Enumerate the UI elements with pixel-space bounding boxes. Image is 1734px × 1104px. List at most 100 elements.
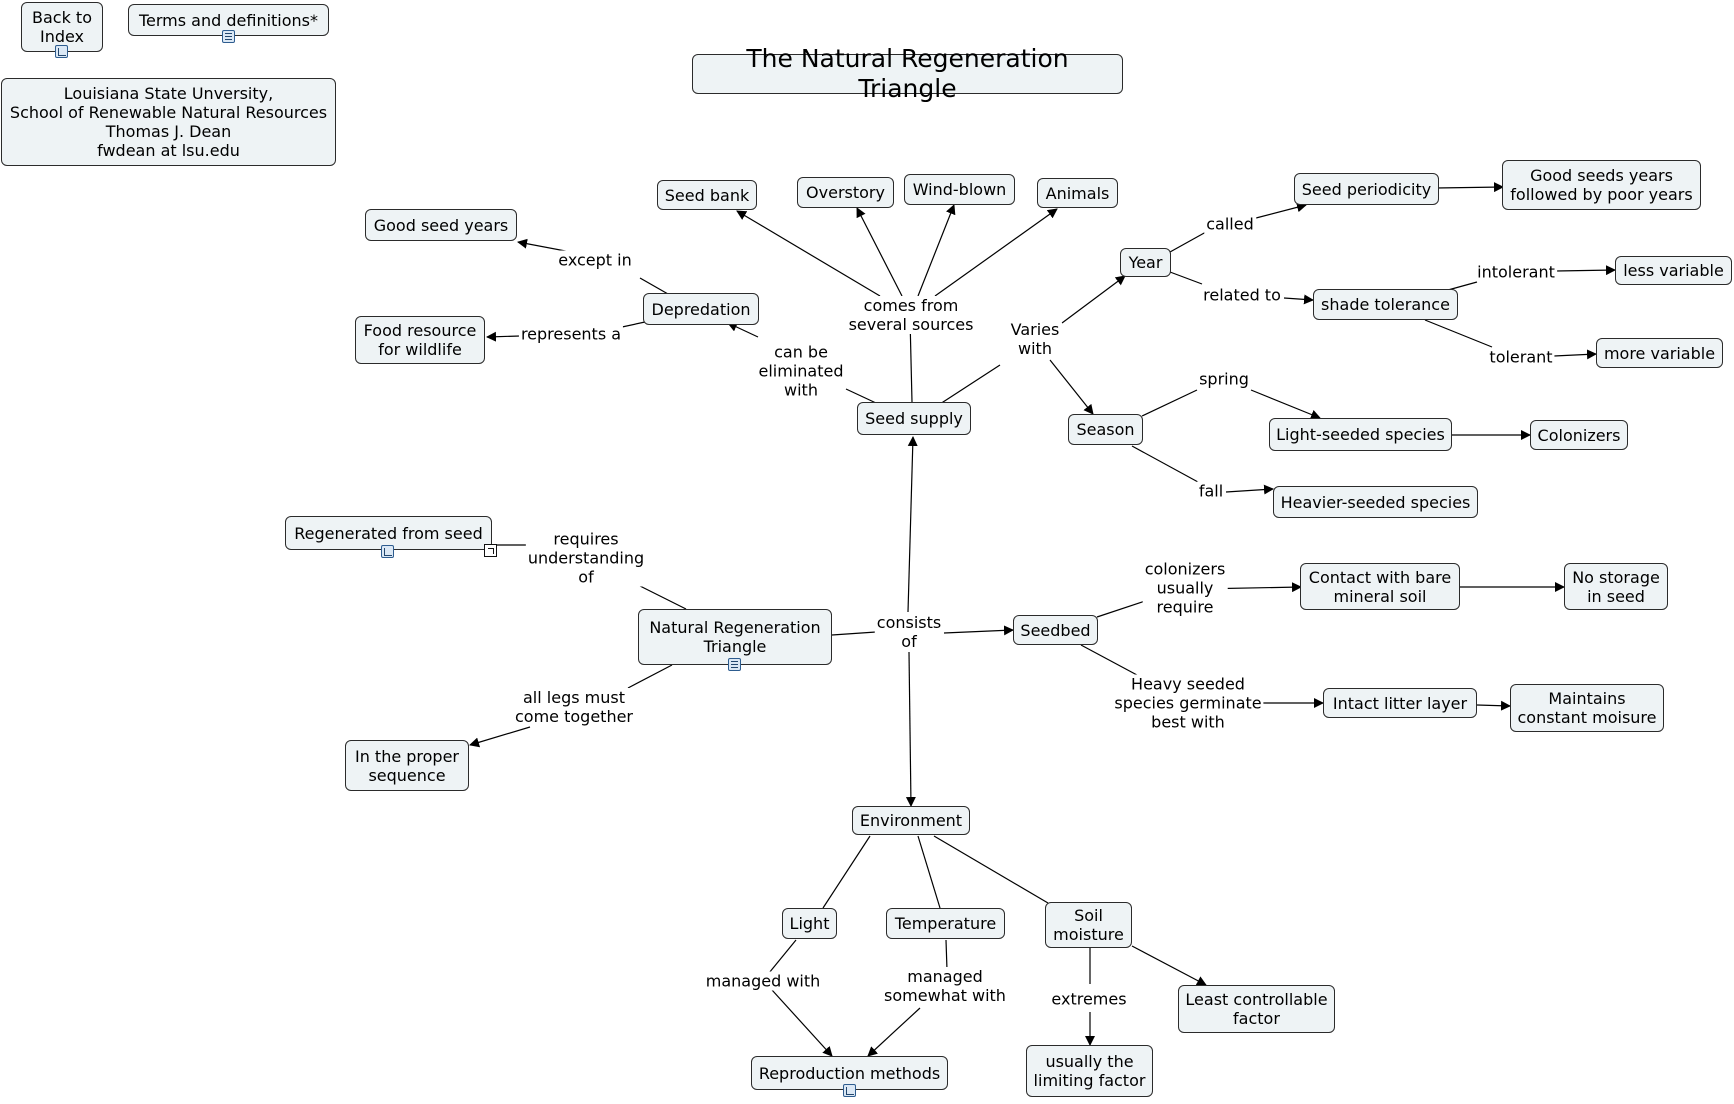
node-in-proper-sequence[interactable]: In the proper sequence <box>345 740 469 791</box>
node-environment-label: Environment <box>859 811 963 830</box>
link-all-legs: all legs must come together <box>513 688 635 726</box>
edge <box>1424 319 1493 348</box>
edge <box>1131 945 1207 986</box>
node-seed-bank-label: Seed bank <box>664 185 750 205</box>
node-overstory[interactable]: Overstory <box>797 177 894 208</box>
edge <box>727 322 759 338</box>
node-natural-regeneration-triangle[interactable]: Natural Regeneration Triangle <box>638 609 832 665</box>
node-soil-moisture[interactable]: Soil moisture <box>1045 902 1132 948</box>
node-year-label: Year <box>1128 253 1163 272</box>
link-consists-of: consists of <box>874 613 944 651</box>
node-colonizers[interactable]: Colonizers <box>1530 420 1628 450</box>
edge <box>1250 389 1321 420</box>
edge <box>1476 700 1511 711</box>
node-season[interactable]: Season <box>1068 414 1143 445</box>
node-seed-bank[interactable]: Seed bank <box>657 180 757 210</box>
node-animals-label: Animals <box>1045 183 1110 203</box>
link-fall: fall <box>1196 481 1226 501</box>
diagram-title: The Natural Regeneration Triangle <box>692 44 1123 103</box>
node-in-proper-sequence-label: In the proper sequence <box>354 746 460 785</box>
edge <box>917 835 941 909</box>
edge <box>1096 600 1146 618</box>
document-icon[interactable] <box>222 30 235 43</box>
node-light[interactable]: Light <box>782 908 837 939</box>
node-contact-bare-soil-label: Contact with bare mineral soil <box>1308 567 1452 606</box>
concept-map-link-icon[interactable] <box>55 45 68 58</box>
node-wind-blown[interactable]: Wind-blown <box>904 174 1015 205</box>
node-limiting-factor[interactable]: usually the limiting factor <box>1026 1045 1153 1097</box>
node-more-variable[interactable]: more variable <box>1596 338 1723 368</box>
edge <box>768 939 797 974</box>
author-info-text: Louisiana State Unversity, School of Ren… <box>9 84 328 160</box>
node-maintains-moisture[interactable]: Maintains constant moisure <box>1510 684 1664 732</box>
back-to-index-button[interactable]: Back to Index <box>21 2 103 52</box>
link-related-to: related to <box>1201 285 1283 305</box>
document-icon[interactable] <box>728 658 741 671</box>
link-extremes: extremes <box>1049 989 1129 1009</box>
node-shade-tolerance[interactable]: shade tolerance <box>1313 289 1458 320</box>
concept-map-link-icon[interactable] <box>381 545 394 558</box>
node-year[interactable]: Year <box>1120 248 1171 277</box>
link-tolerant: tolerant <box>1487 347 1555 367</box>
edge <box>1080 644 1138 676</box>
node-animals[interactable]: Animals <box>1037 178 1118 208</box>
node-light-seeded-species-label: Light-seeded species <box>1276 425 1445 444</box>
node-intact-litter-layer[interactable]: Intact litter layer <box>1323 688 1477 718</box>
node-maintains-moisture-label: Maintains constant moisure <box>1517 689 1657 727</box>
node-seedbed[interactable]: Seedbed <box>1013 615 1098 645</box>
edge <box>1169 271 1203 285</box>
node-seed-periodicity[interactable]: Seed periodicity <box>1294 173 1439 205</box>
node-temperature-label: Temperature <box>894 914 997 933</box>
edge <box>934 208 1058 297</box>
edge <box>933 835 1049 904</box>
edge <box>771 989 833 1057</box>
edge <box>1131 445 1199 483</box>
edge <box>1555 265 1616 276</box>
node-intact-litter-layer-label: Intact litter layer <box>1332 693 1468 713</box>
node-seed-supply[interactable]: Seed supply <box>857 402 971 435</box>
external-link-icon[interactable] <box>484 544 497 557</box>
concept-map-link-icon[interactable] <box>843 1084 856 1097</box>
node-temperature[interactable]: Temperature <box>886 908 1005 939</box>
node-good-seed-years-label: Good seed years <box>373 215 509 235</box>
node-no-storage[interactable]: No storage in seed <box>1564 563 1668 610</box>
node-colonizers-label: Colonizers <box>1537 425 1621 445</box>
terms-and-definitions-label: Terms and definitions* <box>138 10 319 30</box>
link-managed-with: managed with <box>703 971 823 991</box>
link-heavy-seeded: Heavy seeded species germinate best with <box>1112 674 1264 732</box>
link-can-be-eliminated: can be eliminated with <box>756 342 846 400</box>
diagram-title-text: The Natural Regeneration Triangle <box>746 44 1069 103</box>
link-except-in: except in <box>556 250 634 270</box>
node-depredation[interactable]: Depredation <box>643 293 759 325</box>
node-shade-tolerance-label: shade tolerance <box>1321 295 1450 314</box>
edge <box>621 321 646 328</box>
node-depredation-label: Depredation <box>651 299 751 319</box>
node-less-variable[interactable]: less variable <box>1615 256 1732 285</box>
link-varies-with: Varies with <box>1008 320 1062 358</box>
edge <box>856 207 903 297</box>
node-good-seeds-poor-years[interactable]: Good seeds years followed by poor years <box>1502 160 1701 210</box>
node-seedbed-label: Seedbed <box>1020 620 1091 640</box>
edge <box>1049 359 1094 415</box>
node-seed-supply-label: Seed supply <box>865 409 963 428</box>
node-contact-bare-soil[interactable]: Contact with bare mineral soil <box>1300 563 1460 610</box>
node-light-seeded-species[interactable]: Light-seeded species <box>1269 418 1452 451</box>
node-good-seed-years[interactable]: Good seed years <box>365 209 517 241</box>
edge <box>1061 275 1126 324</box>
node-food-resource[interactable]: Food resource for wildlife <box>355 316 485 364</box>
edge <box>822 835 871 909</box>
node-least-controllable[interactable]: Least controllable factor <box>1178 985 1335 1033</box>
node-environment[interactable]: Environment <box>852 806 970 835</box>
node-heavier-seeded-species[interactable]: Heavier-seeded species <box>1273 486 1478 518</box>
node-no-storage-label: No storage in seed <box>1572 567 1660 606</box>
edge <box>469 726 531 748</box>
link-requires-understanding: requires understanding of <box>525 529 647 587</box>
edge <box>736 210 881 297</box>
node-good-seeds-poor-years-label: Good seeds years followed by poor years <box>1510 166 1693 204</box>
edge <box>905 651 916 807</box>
node-light-label: Light <box>789 914 830 933</box>
back-to-index-label: Back to Index <box>32 8 92 46</box>
node-food-resource-label: Food resource for wildlife <box>363 321 477 359</box>
